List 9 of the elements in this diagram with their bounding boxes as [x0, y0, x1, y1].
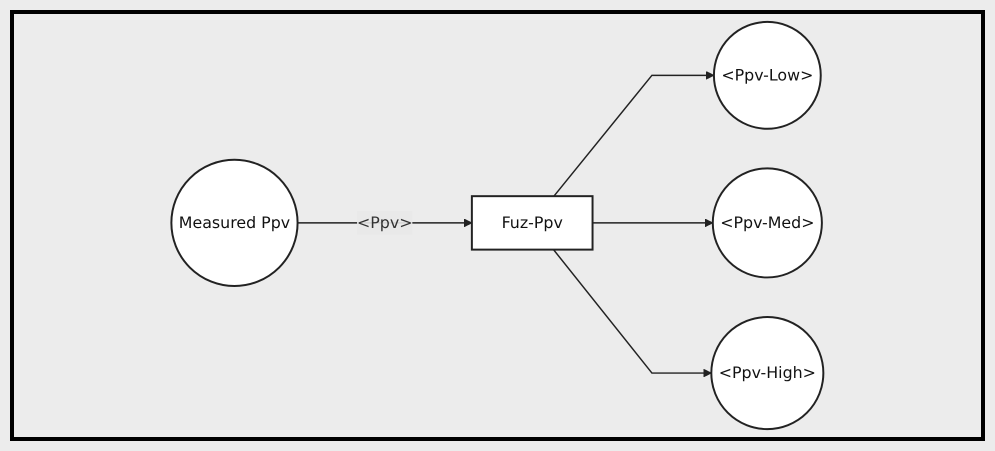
arrow	[553, 249, 712, 378]
edge-label: <Ppv>	[357, 212, 413, 232]
node-circle: <Ppv-High>	[710, 316, 824, 430]
node-circle: <Ppv-Med>	[712, 167, 823, 278]
arrow	[553, 70, 714, 197]
node-circle: Measured Ppv	[170, 158, 299, 287]
node-circle: <Ppv-Low>	[713, 20, 822, 130]
node-box: Fuz-Ppv	[471, 195, 594, 251]
arrow	[592, 218, 714, 228]
